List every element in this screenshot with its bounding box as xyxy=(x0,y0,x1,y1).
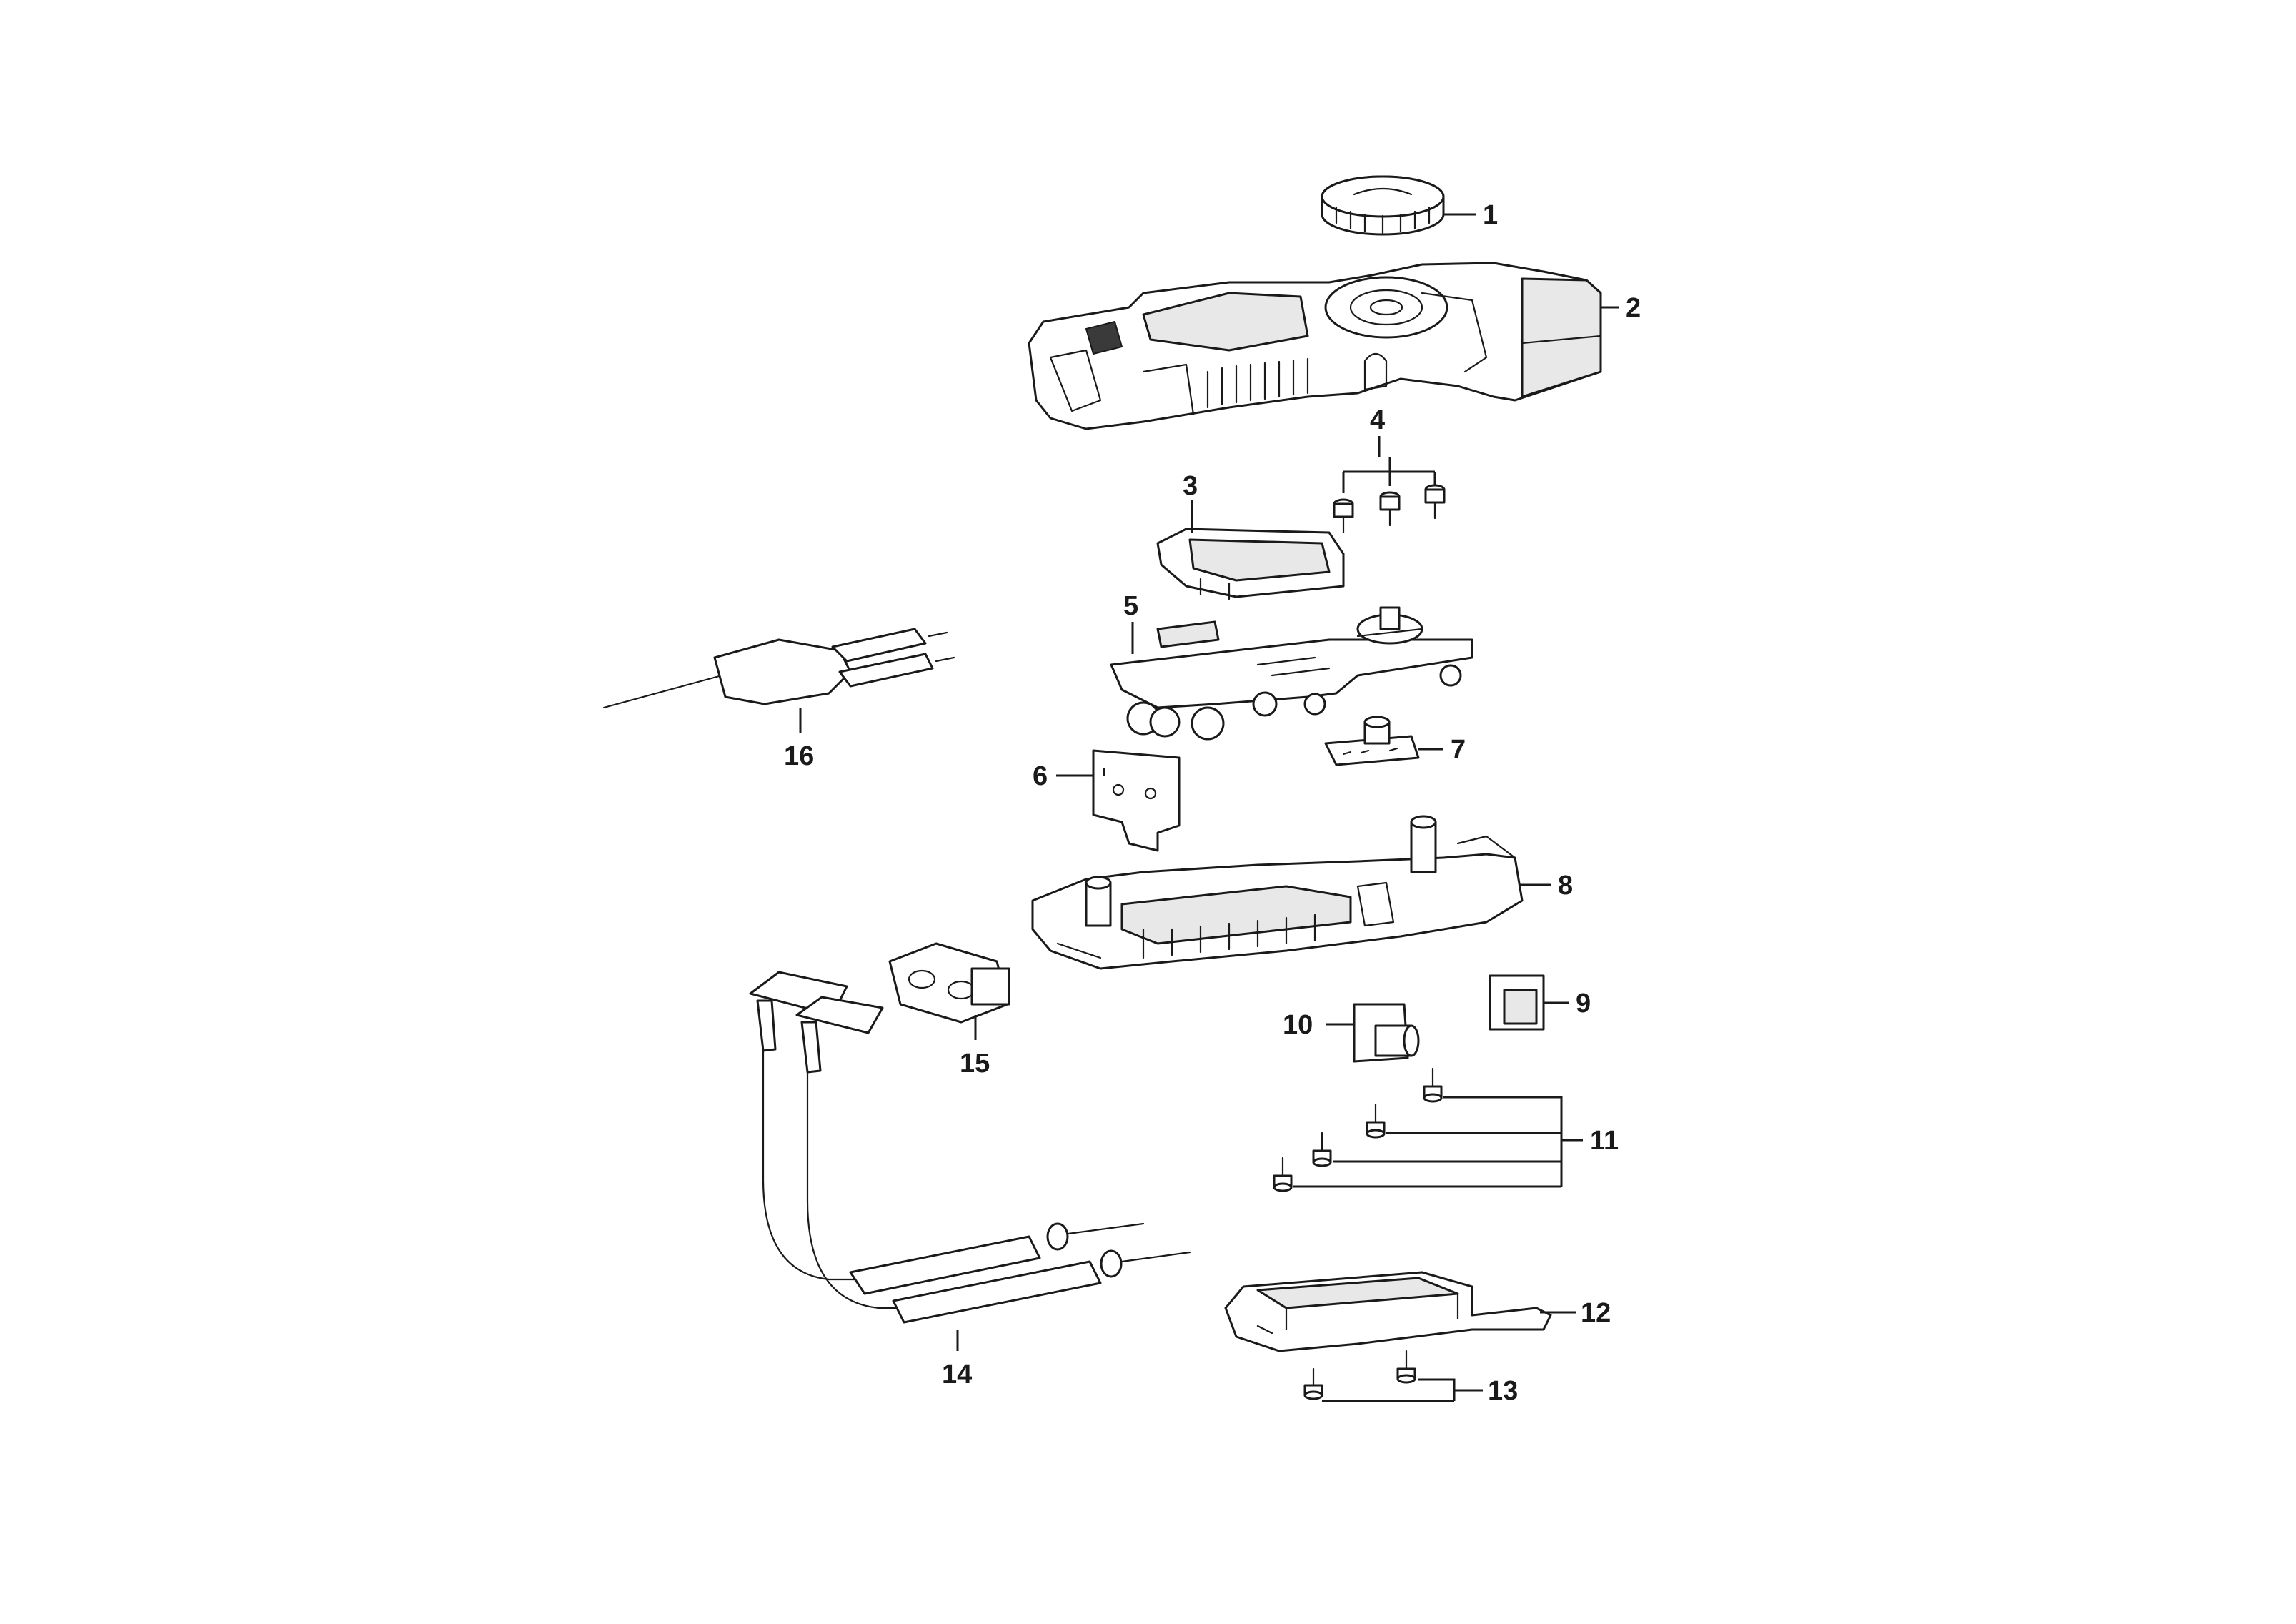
screw-icon xyxy=(1379,491,1401,527)
callout-8: 8 xyxy=(1558,871,1573,901)
part-4-screws xyxy=(1333,484,1446,534)
callout-15: 15 xyxy=(960,1049,990,1079)
callout-16: 16 xyxy=(784,741,814,771)
screw-icon xyxy=(1312,1132,1332,1167)
part-3-lcd-display xyxy=(1156,528,1345,600)
callout-2: 2 xyxy=(1626,293,1641,323)
screw-icon xyxy=(1396,1350,1416,1384)
part-11-screws xyxy=(1273,1067,1443,1192)
part-14-test-leads xyxy=(749,971,1191,1324)
screw-icon xyxy=(1273,1157,1293,1192)
callout-3: 3 xyxy=(1183,471,1198,501)
part-10-jack xyxy=(1353,1003,1420,1063)
screw-icon xyxy=(1423,1067,1443,1103)
part-16-temperature-probe xyxy=(602,628,955,709)
callout-13: 13 xyxy=(1488,1376,1518,1406)
part-12-battery-cover xyxy=(1224,1271,1552,1352)
part-6-shield-plate xyxy=(1092,749,1181,852)
part-13-screws xyxy=(1303,1350,1416,1400)
callout-12: 12 xyxy=(1581,1298,1611,1328)
part-2-top-housing xyxy=(1028,262,1602,430)
screw-icon xyxy=(1366,1103,1386,1139)
callout-labels: 1 2 3 4 5 6 7 8 9 10 11 12 13 14 15 16 xyxy=(784,200,1641,1406)
screw-icon xyxy=(1303,1367,1323,1400)
callout-14: 14 xyxy=(942,1360,972,1390)
callout-10: 10 xyxy=(1283,1010,1313,1040)
part-1-rotary-knob xyxy=(1321,175,1445,236)
callout-1: 1 xyxy=(1483,200,1498,230)
part-15-adapter xyxy=(888,942,1010,1024)
leader-lines xyxy=(799,213,1619,1402)
callout-5: 5 xyxy=(1123,591,1138,621)
callout-4: 4 xyxy=(1370,405,1385,435)
part-9-button xyxy=(1489,974,1545,1031)
part-5-circuit-board xyxy=(1110,606,1473,741)
callout-11: 11 xyxy=(1590,1126,1619,1156)
part-8-bottom-housing xyxy=(1031,815,1524,970)
screw-icon xyxy=(1424,484,1446,520)
part-7-switch-contact xyxy=(1324,716,1420,766)
callout-7: 7 xyxy=(1451,735,1466,765)
callout-6: 6 xyxy=(1033,761,1048,791)
screw-icon xyxy=(1333,498,1354,534)
callout-9: 9 xyxy=(1576,989,1591,1019)
